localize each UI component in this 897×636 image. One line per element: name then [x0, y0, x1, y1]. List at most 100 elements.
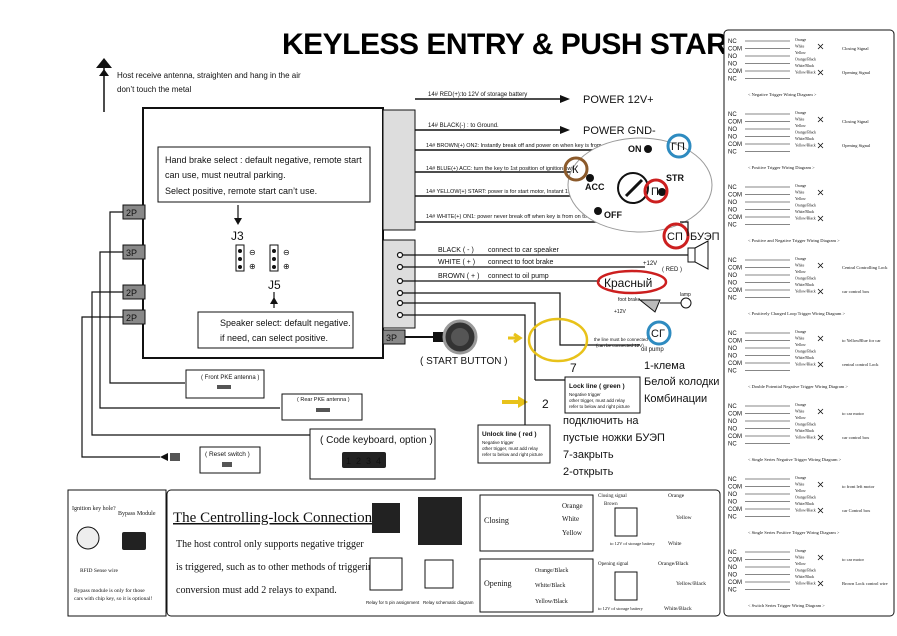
p-label: П [651, 186, 659, 198]
signal-label-1: Closing Signal [842, 46, 869, 51]
wire-color-label: Orange [795, 111, 806, 115]
wire-color-label: Orange/Black [795, 569, 816, 573]
wire-color-label: Yellow [795, 562, 806, 566]
wire-color-label: White [795, 410, 805, 414]
unlock-line-title: Unlock line ( red ) [482, 431, 537, 438]
num7-label: 7 [570, 361, 577, 375]
pin-label: NC [728, 77, 737, 83]
oil-note-2: (can be connected 12V) [596, 343, 644, 348]
signal-label-2: central control Lock [842, 362, 879, 367]
signal-label-1: to car motor [842, 557, 864, 562]
aux-brown-color: BROWN ( + ) [438, 273, 479, 280]
relay-icon-2 [418, 497, 462, 545]
aux-white-color: WHITE ( + ) [438, 259, 475, 266]
relay-pin-diagram [369, 557, 403, 591]
switch-icon [817, 43, 824, 76]
v12-storage-2: to 12V of storage battery [598, 606, 644, 611]
ignition-hole-label: Ignition key hole? [72, 506, 116, 512]
connector-label-2: 3P [126, 248, 137, 258]
wire-color-label: Orange/Black [795, 277, 816, 281]
yellow-note-4: 2-открыть [563, 466, 614, 478]
switch-icon [817, 481, 824, 514]
blue-note-3: Комбинации [644, 393, 707, 405]
wire-color-label: White [795, 556, 805, 560]
wire-color-label: Yellow [795, 416, 806, 420]
wire-color-label: White/Black [795, 210, 814, 214]
brown-label: Brown [604, 502, 618, 507]
wiring-diagrams-panel [723, 29, 895, 617]
speaker-note-line-1: Speaker select: default negative. [220, 318, 351, 328]
pin-label: NC [728, 112, 737, 118]
right-orange-black: Orange/Black [658, 561, 689, 567]
connector-label-4: 2P [126, 313, 137, 323]
pin-label: NC [728, 150, 737, 156]
arrow-right-icon [560, 95, 570, 103]
pin-label: NC [728, 296, 737, 302]
pin-label: COM [728, 288, 742, 294]
arrow-up-icon [270, 297, 278, 304]
closing-box [479, 494, 594, 552]
krasny-label: Красный [604, 276, 652, 290]
pin-label: NC [728, 223, 737, 229]
wire-color-label: Orange/Black [795, 58, 816, 62]
relay-schematic [424, 559, 454, 589]
left-lead-lines [81, 211, 310, 458]
wire-color-label: Yellow/Black [795, 436, 816, 440]
jumper-j5-label: J5 [268, 278, 281, 292]
pin-label: NO [728, 127, 737, 133]
pin-label: COM [728, 120, 742, 126]
pin-label: NO [728, 492, 737, 498]
reset-plug-icon [170, 453, 180, 461]
key-2[interactable]: 2 [356, 456, 361, 466]
signal-label-1: Central Controlling Lock [842, 265, 888, 270]
diagram-caption: < Single Series Positive Trigger Wiring … [748, 530, 840, 535]
right-yellow-black: Yellow/Black [676, 581, 706, 587]
wire-color-label: Orange [795, 476, 806, 480]
unlock-line-body-1: Negative trigger [482, 440, 514, 445]
right-yellow: Yellow [676, 515, 692, 521]
wire-color-label: Orange [795, 184, 806, 188]
signal-label-2: Opening Signal [842, 143, 871, 148]
key-1[interactable]: 1 [346, 456, 351, 466]
wire-color-label: Yellow [795, 489, 806, 493]
opening-relay [614, 571, 638, 601]
switch-icon [817, 554, 824, 587]
pin-label: NC [728, 258, 737, 264]
code-keypad[interactable] [342, 452, 386, 468]
rfid-label: RFID Sense wire [80, 568, 118, 574]
centrolling-body-1: The host control only supports negative … [176, 539, 364, 550]
speaker-note-line-2: if need, can select positive. [220, 333, 328, 343]
relay-icon-1 [372, 503, 400, 533]
key-4[interactable]: 4 [376, 456, 381, 466]
rear-antenna-box [281, 393, 363, 421]
k-marker [563, 156, 589, 182]
wire-color-label: Yellow [795, 343, 806, 347]
signal-label-2: car control box [842, 289, 870, 294]
oil-note-3: oil pump [641, 347, 664, 353]
pin-label: COM [728, 412, 742, 418]
aux-black-target: connect to car speaker [488, 247, 559, 254]
wire-color-label: White/Black [795, 575, 814, 579]
wire-color-label: Yellow/Black [795, 71, 816, 75]
opening-wire-orange-black: Orange/Black [535, 568, 568, 574]
pin-label: NC [728, 369, 737, 375]
arrow-down-icon [234, 218, 242, 225]
pin-label: NO [728, 273, 737, 279]
aux-white-target: connect to foot brake [488, 259, 553, 266]
pin-label: COM [728, 507, 742, 513]
switch-icon [817, 408, 824, 441]
wire-color-label: Orange [795, 549, 806, 553]
pin-label: COM [728, 193, 742, 199]
diagram-caption: < Switch Series Trigger Wiring Diagram > [748, 603, 825, 608]
k-label: К [572, 164, 579, 176]
pin-label: NO [728, 62, 737, 68]
wire-color-label: Orange/Black [795, 423, 816, 427]
power-gnd-label: POWER GND- [583, 125, 656, 137]
krasny-marker [596, 269, 668, 295]
key-3[interactable]: 3 [366, 456, 371, 466]
connector-label-3: 2P [126, 288, 137, 298]
reset-switch-icon[interactable] [222, 462, 232, 467]
bypass-note-1: Bypass module is only for those [74, 587, 145, 594]
pin-label: NC [728, 39, 737, 45]
wire-color-label: Yellow/Black [795, 144, 816, 148]
